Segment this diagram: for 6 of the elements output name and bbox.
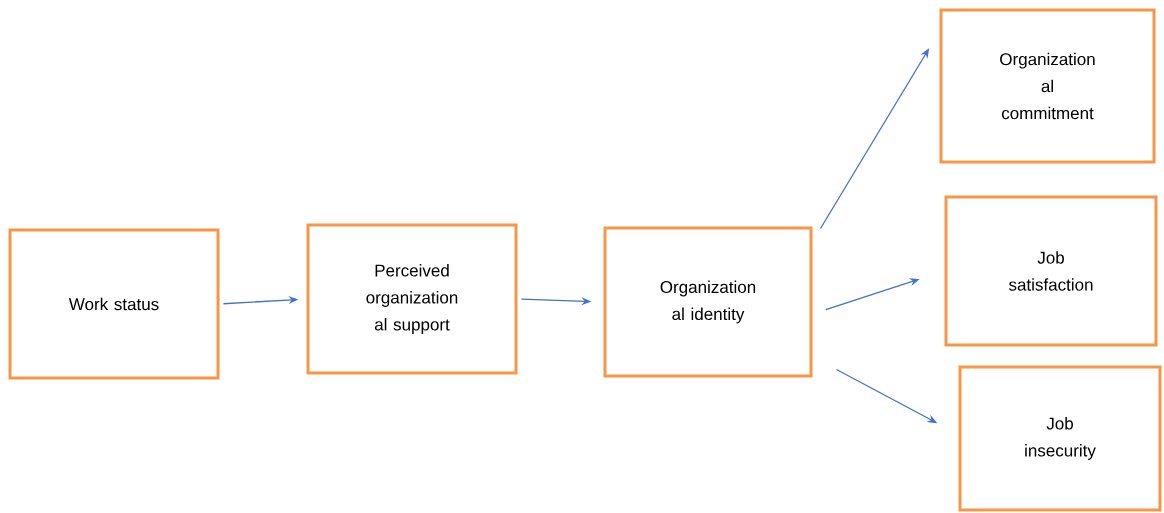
process-box: Perceived organization al support — [306, 223, 518, 375]
process-box: Job satisfaction — [944, 195, 1158, 347]
process-box: Job insecurity — [958, 365, 1162, 512]
process-box: Organization al commitment — [939, 8, 1156, 164]
process-box: Organization al identity — [603, 226, 813, 378]
process-box: Work status — [8, 228, 220, 380]
